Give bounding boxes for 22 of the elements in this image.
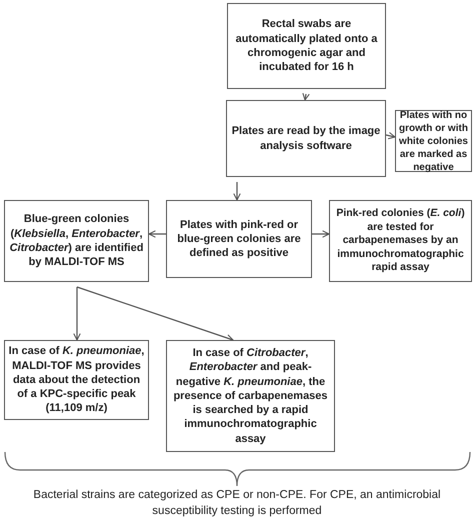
arrow xyxy=(148,230,166,238)
arrow xyxy=(76,286,234,342)
box-text: Blue-green colonies (Klebsiella, Enterobacter, Citrobacter) are identified by MALDI-TOF MS xyxy=(8,212,144,270)
process-box xyxy=(166,340,335,452)
arrow xyxy=(233,182,241,201)
arrow xyxy=(312,230,330,238)
box-text: Pink-red colonies (E. coli) are tested for carbapenemases by an immunochromatographic rapid assay xyxy=(335,206,466,276)
arrow xyxy=(302,92,310,101)
process-box xyxy=(226,100,386,177)
box-text: Plates with no growth or with white colonies are marked as negative xyxy=(399,108,468,174)
process-box xyxy=(227,3,386,89)
box-text: Plates with pink-red or blue-green colonies are defined as positive xyxy=(176,218,302,260)
process-box xyxy=(166,200,312,278)
arrow xyxy=(73,287,81,341)
process-box xyxy=(4,200,149,282)
box-text: In case of Citrobacter, Enterobacter and peak-negative K. pneumoniae, the presence of carbapenemases is searched by a rapid immunochromatographic assay xyxy=(172,346,329,446)
process-box xyxy=(329,200,472,282)
arrow xyxy=(386,132,396,140)
box-text: In case of K. pneumoniae, MALDI-TOF MS provides data about the detection of a KPC-specific peak (11,109 m/z) xyxy=(8,344,145,416)
conclusion-text: Bacterial strains are categorized as CPE or non-CPE. For CPE, an antimicrobial susceptibility testing is performed xyxy=(33,489,441,517)
box-text: Rectal swabs are automatically plated onto a chromogenic agar and incubated for 16 h xyxy=(234,17,378,75)
box-text: Plates are read by the image analysis software xyxy=(230,124,382,153)
